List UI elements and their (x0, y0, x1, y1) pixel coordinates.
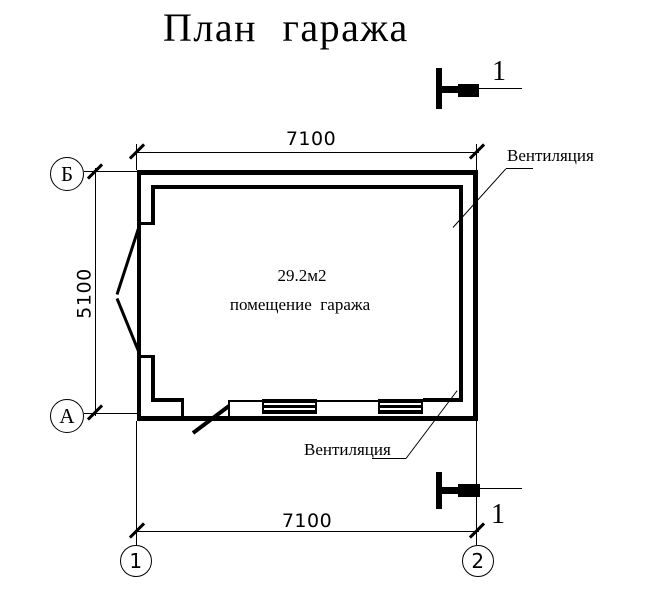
room-name-label: помещение гаража (229, 295, 371, 314)
dimension-line-left (95, 168, 96, 416)
grid-bubble-b-label: Б (60, 161, 74, 186)
dimension-left-value: 5100 (73, 268, 96, 319)
window-1 (262, 399, 317, 414)
leader-shelf-bottom (372, 458, 406, 459)
door-jamb-bottom (137, 355, 155, 358)
axis-line-a (84, 413, 137, 414)
drawing-title: План гаража (163, 5, 409, 50)
wall-inner-right (459, 185, 463, 402)
grid-bubble-a-label: А (59, 403, 75, 428)
bottom-pier-end (181, 398, 184, 416)
wall-outer-top (137, 170, 478, 175)
wall-inner-top (151, 185, 463, 189)
section-mark-top-head (458, 84, 479, 97)
grid-bubble-b: Б (50, 157, 84, 191)
section-mark-bottom-shaft (441, 487, 461, 494)
window-2-glazing-line (380, 408, 421, 410)
axis-line-b (84, 171, 137, 172)
room-area-label: 29.2м2 (277, 266, 327, 285)
extension-line-bottom-left (136, 421, 137, 545)
section-mark-bottom-bar (436, 472, 442, 509)
gate-panel-top-line (228, 400, 463, 402)
section-mark-top-line (479, 88, 522, 89)
section-mark-bottom-line (480, 488, 522, 489)
wall-inner-bottom-left (151, 398, 184, 402)
extension-line-top-left (136, 144, 137, 170)
wall-outer-right (473, 170, 478, 421)
dimension-line-top (135, 152, 479, 153)
section-label-bottom: 1 (491, 499, 505, 530)
dimension-line-bottom (135, 531, 479, 532)
wall-outer-left (137, 170, 141, 421)
leader-shelf-top (506, 168, 533, 169)
grid-bubble-1-label: 1 (129, 549, 143, 573)
window-1-glazing-line (264, 403, 315, 405)
grid-bubble-2: 2 (462, 545, 494, 577)
extension-line-bottom-right (476, 421, 477, 545)
extension-line-top-right (476, 144, 477, 170)
ventilation-label-top: Вентиляция (507, 146, 594, 165)
door-jamb-top (137, 222, 155, 225)
section-label-top: 1 (492, 56, 506, 87)
section-mark-top-bar (436, 68, 442, 109)
grid-bubble-a: А (50, 399, 84, 433)
grid-bubble-1: 1 (120, 545, 152, 577)
section-mark-bottom-head (458, 484, 480, 497)
grid-bubble-2-label: 2 (471, 549, 485, 573)
dimension-top-value: 7100 (285, 128, 337, 150)
window-2-glazing-line (380, 403, 421, 405)
wall-inner-left-upper (151, 185, 155, 225)
ventilation-label-bottom: Вентиляция (304, 440, 391, 459)
section-mark-top-shaft (441, 86, 461, 93)
window-1-glazing-line (264, 408, 315, 410)
wall-outer-bottom (137, 416, 478, 421)
wall-inner-left-lower (151, 355, 155, 402)
dimension-bottom-value: 7100 (281, 510, 333, 532)
window-2 (378, 399, 423, 414)
